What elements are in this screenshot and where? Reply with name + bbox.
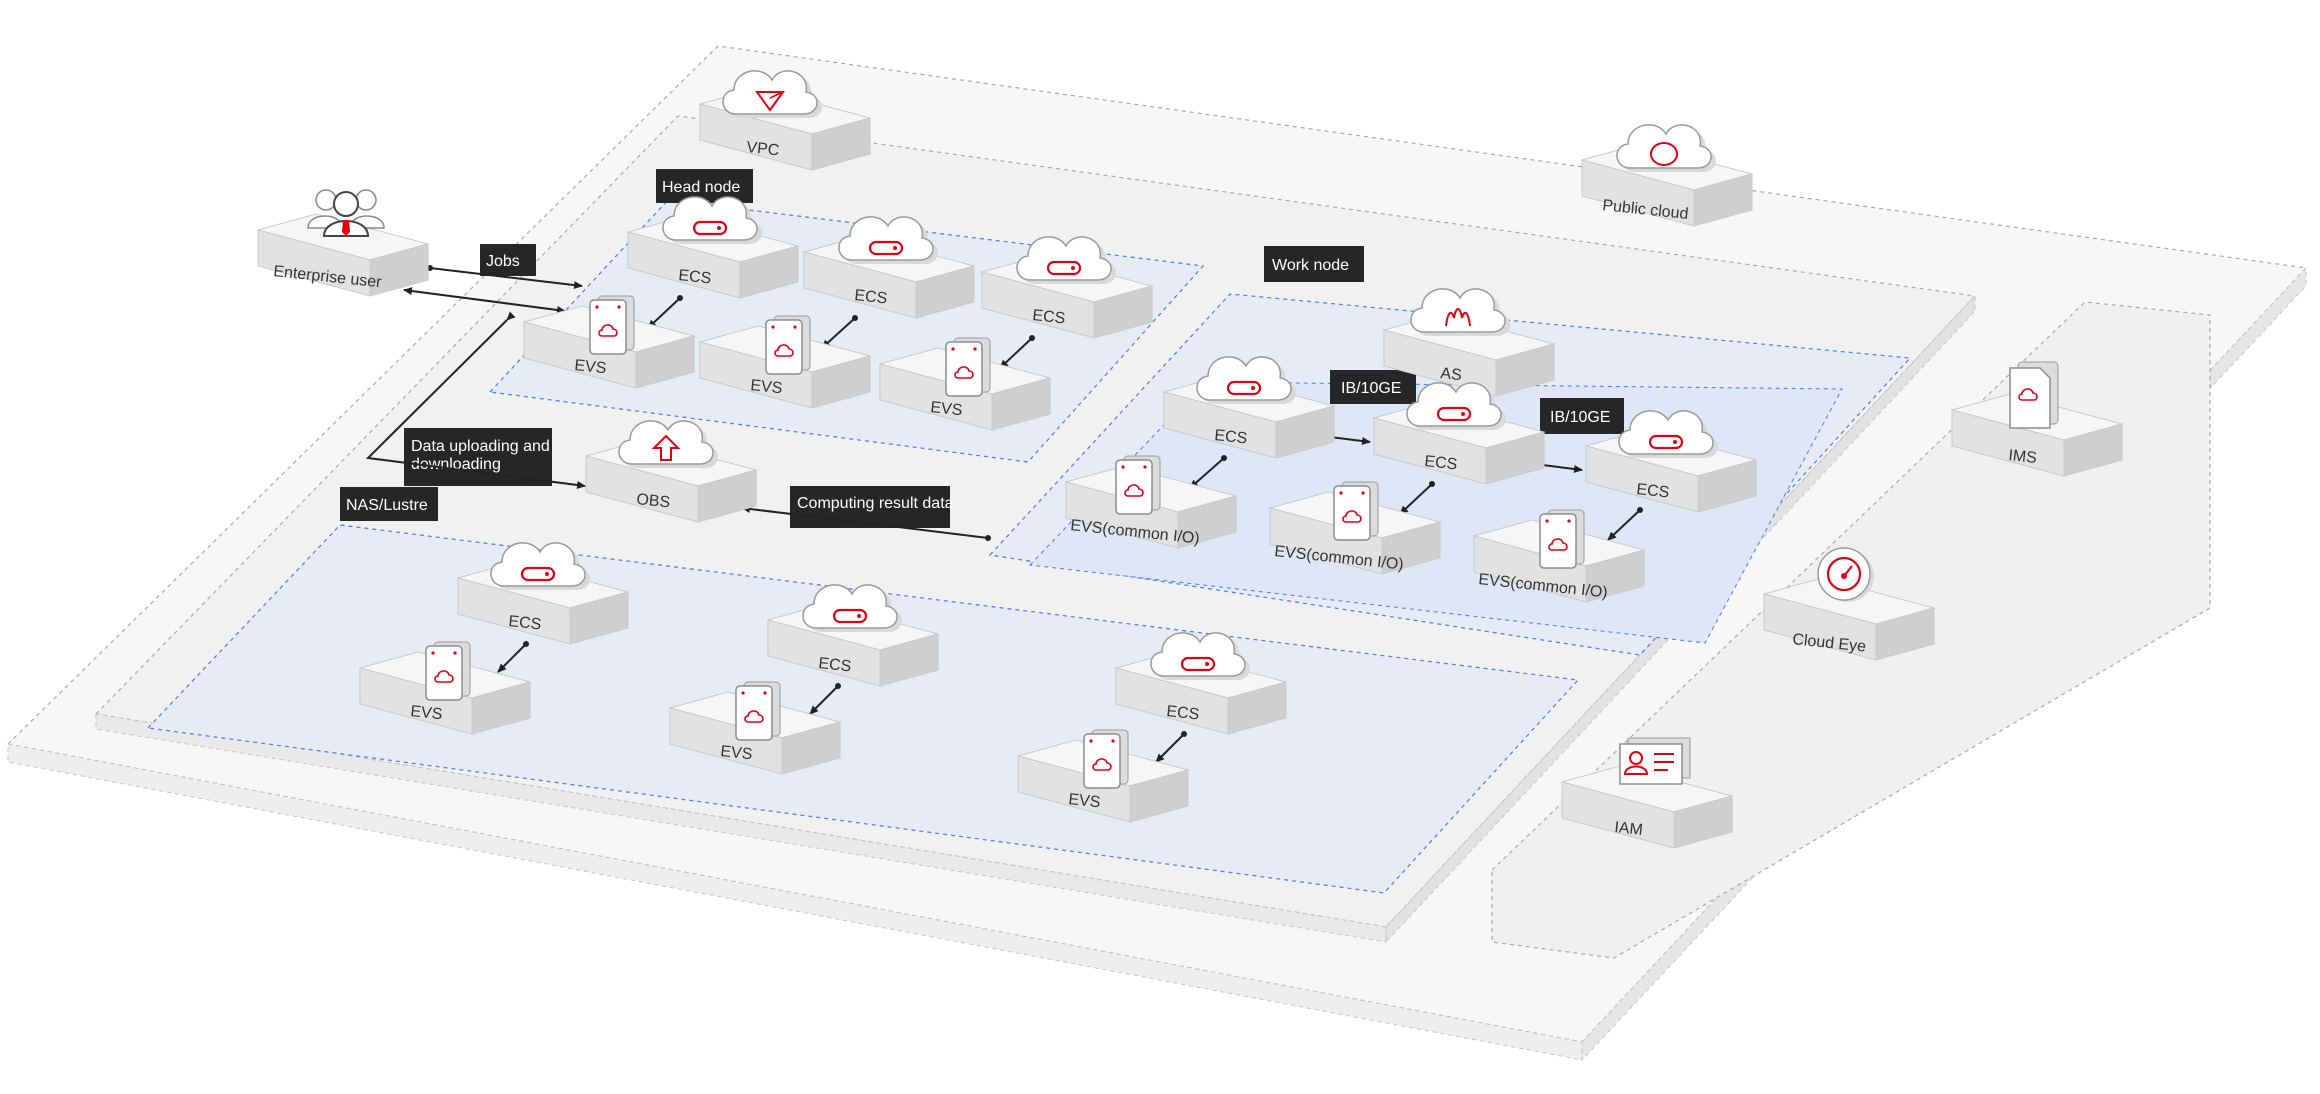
head-ecs-evs-link-1 [647,295,683,329]
evs-icon [425,641,471,701]
evs-icon [1083,729,1129,789]
public-cloud-icon [1616,124,1717,173]
head-ecs-2[interactable]: ECS [803,217,975,319]
nas-ecs-3[interactable]: ECS [1115,633,1287,735]
evs-icon [589,295,635,355]
svg-text:ECS: ECS [818,655,853,675]
obs-node[interactable]: OBS [585,420,757,523]
as-icon [1410,288,1511,337]
computing-result-tag: Computing result data [790,486,954,528]
head-ecs-evs-link-3 [999,335,1035,369]
svg-text:ECS: ECS [1636,481,1671,501]
svg-text:NAS/Lustre: NAS/Lustre [346,497,428,514]
svg-text:downloading: downloading [411,456,501,473]
work-node-tag: Work node [1264,246,1364,282]
enterprise-user-icon [307,189,385,237]
nas-evs-1[interactable]: EVS [359,641,531,735]
cloud-eye-icon [1817,547,1874,602]
head-evs-3[interactable]: EVS [879,337,1051,431]
nas-ecs-evs-link-1 [497,641,529,673]
svg-text:VPC: VPC [746,139,781,159]
svg-text:IB/10GE: IB/10GE [1550,409,1610,426]
jobs-tag: Jobs [480,244,536,276]
ims-node[interactable]: IMS [1951,361,2123,477]
work-ecs-2[interactable]: ECS [1373,383,1545,485]
head-ecs-evs-link-2 [821,315,858,349]
svg-text:Head node: Head node [662,179,740,196]
svg-text:ECS: ECS [854,287,889,307]
svg-text:EVS: EVS [750,377,784,397]
svg-text:EVS: EVS [930,399,964,419]
obs-icon [618,420,719,469]
svg-text:ECS: ECS [1214,427,1249,447]
svg-text:ECS: ECS [1166,703,1201,723]
work-ecs-3[interactable]: ECS [1585,411,1757,513]
work-ecs-evs-link-3 [1607,507,1643,541]
work-ecs-evs-link-2 [1399,481,1435,515]
svg-text:EVS: EVS [1068,791,1102,811]
nas-evs-2[interactable]: EVS [669,681,841,775]
svg-text:IMS: IMS [2008,447,2038,467]
nas-ecs-evs-link-2 [809,683,841,715]
evs-icon [735,681,781,741]
public-cloud-node[interactable]: Public cloud [1581,124,1753,227]
svg-text:Work node: Work node [1272,257,1349,274]
evs-icon [1115,455,1161,515]
svg-text:ECS: ECS [678,267,713,287]
nas-ecs-2[interactable]: ECS [767,585,939,687]
evs-icon [1333,481,1379,541]
svg-text:EVS: EVS [574,357,608,377]
as-node[interactable]: AS [1383,288,1555,397]
head-ecs-3[interactable]: ECS [981,237,1153,339]
data-upload-download-tag: Data uploading and downloading [404,428,552,486]
head-evs-2[interactable]: EVS [699,315,871,409]
jobs-arrow [427,265,583,290]
work-ecs-1[interactable]: ECS [1163,357,1335,459]
nas-ecs-1[interactable]: ECS [457,543,629,645]
ib-10ge-tag-2: IB/10GE [1540,398,1624,434]
evs-icon [1539,509,1585,569]
iam-node[interactable]: IAM [1561,737,1733,849]
svg-text:ECS: ECS [1424,453,1459,473]
head-ecs-1[interactable]: ECS [627,197,799,299]
vpc-icon [722,70,823,119]
head-evs-1[interactable]: EVS [523,295,695,389]
svg-text:IAM: IAM [1614,819,1644,839]
svg-text:Computing result data: Computing result data [797,495,954,512]
iam-icon [1619,737,1691,785]
connectors [365,265,1643,763]
svg-text:Jobs: Jobs [486,253,520,270]
enterprise-user-node[interactable]: Enterprise user [257,189,429,297]
nas-lustre-tag: NAS/Lustre [340,487,438,521]
nas-ecs-evs-link-3 [1155,731,1187,763]
vpc-node[interactable]: VPC [699,70,871,171]
svg-text:AS: AS [1440,365,1463,384]
data-upload-arrow [365,311,586,489]
ib-10ge-tag-1: IB/10GE [1330,370,1416,404]
svg-text:OBS: OBS [636,491,671,511]
svg-text:Data uploading and: Data uploading and [411,438,550,455]
svg-text:IB/10GE: IB/10GE [1341,380,1401,397]
svg-text:ECS: ECS [1032,307,1067,327]
user-to-evs-arrow [403,287,566,314]
evs-icon [945,337,991,397]
computing-result-arrow [741,504,991,541]
evs-icon [765,315,811,375]
nas-evs-3[interactable]: EVS [1017,729,1189,823]
ims-icon [2009,361,2059,429]
work-ecs-evs-link-1 [1189,455,1227,489]
svg-text:ECS: ECS [508,613,543,633]
svg-text:EVS: EVS [720,743,754,763]
head-node-tag: Head node [656,169,753,203]
svg-text:EVS: EVS [410,703,444,723]
